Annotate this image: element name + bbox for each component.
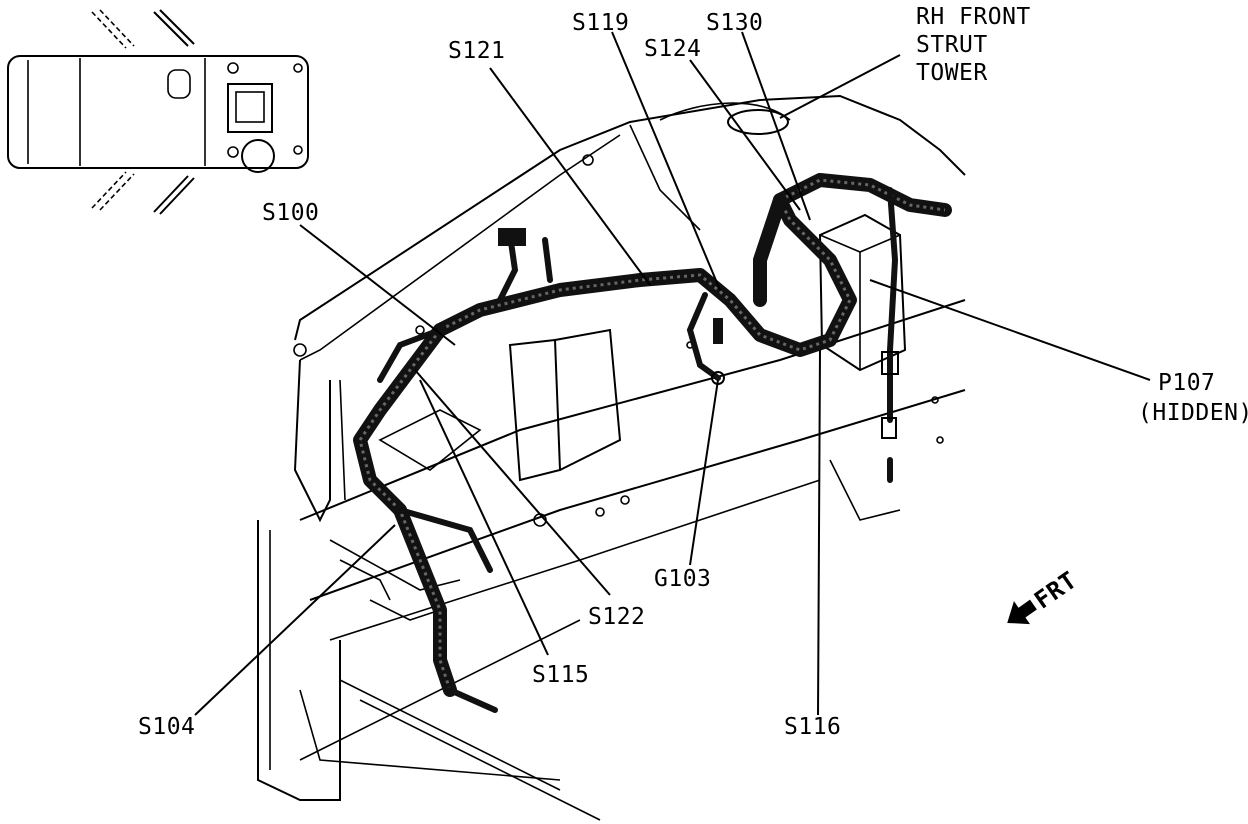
leader-s124 xyxy=(689,59,801,211)
label-s122: S122 xyxy=(588,604,645,630)
label-s104: S104 xyxy=(138,714,195,740)
label-s116: S116 xyxy=(784,714,841,740)
leader-s119 xyxy=(611,31,721,291)
leader-s104 xyxy=(194,524,396,716)
label-s124: S124 xyxy=(644,36,701,62)
leader-s130 xyxy=(741,31,811,221)
label-frt: FRT xyxy=(1029,566,1082,615)
label-g103: G103 xyxy=(654,566,711,592)
leader-s116 xyxy=(817,349,821,716)
front-arrow-icon xyxy=(1007,599,1037,625)
label-s119: S119 xyxy=(572,10,629,36)
leader-s122 xyxy=(414,369,611,596)
label-s115: S115 xyxy=(532,662,589,688)
label-s100: S100 xyxy=(262,200,319,226)
label-s121: S121 xyxy=(448,38,505,64)
label-p107-hidden: (HIDDEN) xyxy=(1138,400,1248,426)
leader-s100 xyxy=(299,224,456,346)
vehicle-locator-inset xyxy=(7,9,309,215)
leader-p107 xyxy=(869,279,1151,381)
label-tower: TOWER xyxy=(916,60,988,86)
front-direction-indicator: FRT xyxy=(1007,566,1082,625)
label-s130: S130 xyxy=(706,10,763,36)
wiring-harness xyxy=(353,173,952,713)
leader-s115 xyxy=(419,379,549,656)
leader-lines xyxy=(194,31,1151,716)
label-p107: P107 xyxy=(1158,370,1215,396)
leader-g103 xyxy=(689,379,719,566)
leader-s121 xyxy=(489,67,651,286)
label-strut: STRUT xyxy=(916,32,988,58)
leader-rh-front-strut-tower xyxy=(779,54,901,119)
label-rh-front: RH FRONT xyxy=(916,4,1031,30)
